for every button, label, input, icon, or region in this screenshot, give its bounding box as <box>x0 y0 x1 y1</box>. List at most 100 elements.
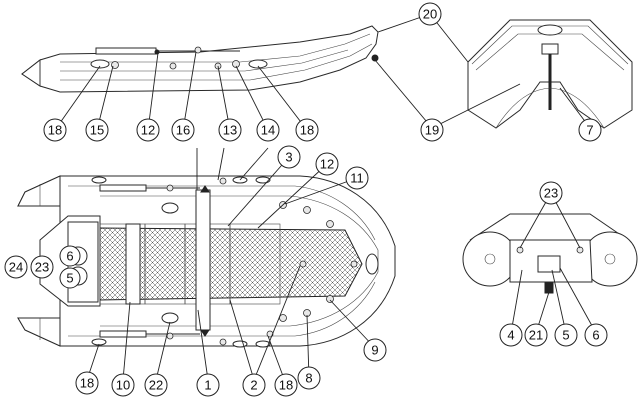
callout-22: 22 <box>144 373 168 397</box>
side-view <box>21 25 379 93</box>
callout-21-text: 21 <box>529 328 543 343</box>
top-handle-6 <box>255 340 271 348</box>
side-tube-outline <box>21 25 379 93</box>
callout-16-text: 16 <box>176 123 190 138</box>
callout-labels: 20 18 15 12 16 13 14 18 19 7 3 12 11 23 … <box>4 2 608 397</box>
stern-view <box>462 213 638 294</box>
callout-12b: 12 <box>315 152 339 176</box>
stern-drain-plug <box>544 282 554 294</box>
leader-19a <box>374 59 433 129</box>
callout-14: 14 <box>256 118 280 142</box>
transom-floor-curve <box>495 87 605 129</box>
callout-23b-text: 23 <box>35 260 49 275</box>
transom-handle <box>537 24 563 36</box>
callout-13-text: 13 <box>223 123 237 138</box>
stern-ring-right <box>576 246 584 254</box>
callout-12a: 12 <box>136 118 160 142</box>
callout-18a-text: 18 <box>48 123 62 138</box>
top-oar-upper-blade <box>99 184 147 192</box>
callout-5b-text: 5 <box>562 328 569 343</box>
leader-11 <box>284 177 358 205</box>
leader-2a <box>229 299 255 381</box>
callout-18b: 18 <box>295 118 319 142</box>
callout-5a-text: 5 <box>66 271 73 286</box>
top-seat-valve-lower <box>161 312 179 324</box>
callout-13: 13 <box>218 118 242 142</box>
callout-20: 20 <box>418 2 442 26</box>
side-valve-2 <box>232 60 240 68</box>
callout-20-text: 20 <box>423 7 437 22</box>
top-bench-front <box>195 189 211 331</box>
top-handle-3 <box>255 176 271 184</box>
callout-10-text: 10 <box>116 378 130 393</box>
leader-1 <box>197 309 209 381</box>
leader-3 <box>227 156 290 227</box>
side-ring-1 <box>169 62 177 70</box>
callout-2: 2 <box>242 373 266 397</box>
top-eye-3 <box>326 220 334 228</box>
callout-8-text: 8 <box>305 371 312 386</box>
callout-3-text: 3 <box>285 150 292 165</box>
leader-13-top <box>217 147 225 181</box>
leader-4 <box>510 269 523 334</box>
callout-15-text: 15 <box>90 123 104 138</box>
leader-12a <box>147 52 159 131</box>
top-cone-lower <box>17 317 61 347</box>
callout-22-text: 22 <box>149 378 163 393</box>
stern-plate <box>537 255 561 273</box>
callout-23a-text: 23 <box>544 186 558 201</box>
transom-valve-block <box>541 43 559 55</box>
callout-18b-text: 18 <box>300 123 314 138</box>
leader-9 <box>329 299 376 349</box>
callout-1-text: 1 <box>204 378 211 393</box>
callout-5a: 5 <box>59 267 81 289</box>
callout-7-text: 7 <box>586 123 593 138</box>
top-handle-5 <box>232 340 248 348</box>
callout-9-text: 9 <box>371 343 378 358</box>
top-seat-valve-upper <box>161 202 179 214</box>
top-tube-stripe-bottom <box>68 281 376 337</box>
top-eye-2 <box>303 206 311 214</box>
callout-23b: 23 <box>30 255 54 279</box>
callout-6a: 6 <box>59 245 81 267</box>
callout-4: 4 <box>499 323 523 347</box>
top-eye-6 <box>326 295 334 303</box>
callout-18d: 18 <box>274 373 298 397</box>
side-cone-tip <box>21 58 41 87</box>
leader-19b <box>431 83 521 129</box>
leader-6b <box>559 267 597 334</box>
leader-5b <box>551 269 567 334</box>
leader-14 <box>235 65 269 131</box>
side-handle-bow <box>248 59 268 69</box>
leader-2b <box>253 265 301 381</box>
top-valve-1 <box>166 184 174 192</box>
callout-12b-text: 12 <box>320 157 334 172</box>
callout-9: 9 <box>363 338 387 362</box>
callout-14-text: 14 <box>261 123 275 138</box>
top-rowlock-upper <box>200 185 210 193</box>
top-eye-4 <box>279 314 287 322</box>
side-tube-stripe-lower <box>60 43 373 81</box>
top-bow-handle <box>365 253 379 275</box>
top-bench-rear <box>125 223 141 305</box>
callout-19: 19 <box>420 118 444 142</box>
top-tube-stripe-top <box>68 185 376 241</box>
leader-16 <box>182 51 197 131</box>
callout-21: 21 <box>524 323 548 347</box>
callout-6b: 6 <box>584 323 608 347</box>
transom-detail <box>467 19 633 129</box>
leader-18b <box>257 65 308 131</box>
callout-24-text: 24 <box>9 260 23 275</box>
callout-16: 16 <box>171 118 195 142</box>
top-valve-3 <box>166 332 174 340</box>
stern-ring-left <box>516 246 524 254</box>
callout-7: 7 <box>578 118 602 142</box>
callout-18c-text: 18 <box>80 376 94 391</box>
callout-10: 10 <box>111 373 135 397</box>
callout-11-text: 11 <box>350 171 364 186</box>
stern-tube-right-cap <box>604 253 616 265</box>
leader-10 <box>122 301 131 381</box>
top-cone-upper <box>17 175 61 207</box>
